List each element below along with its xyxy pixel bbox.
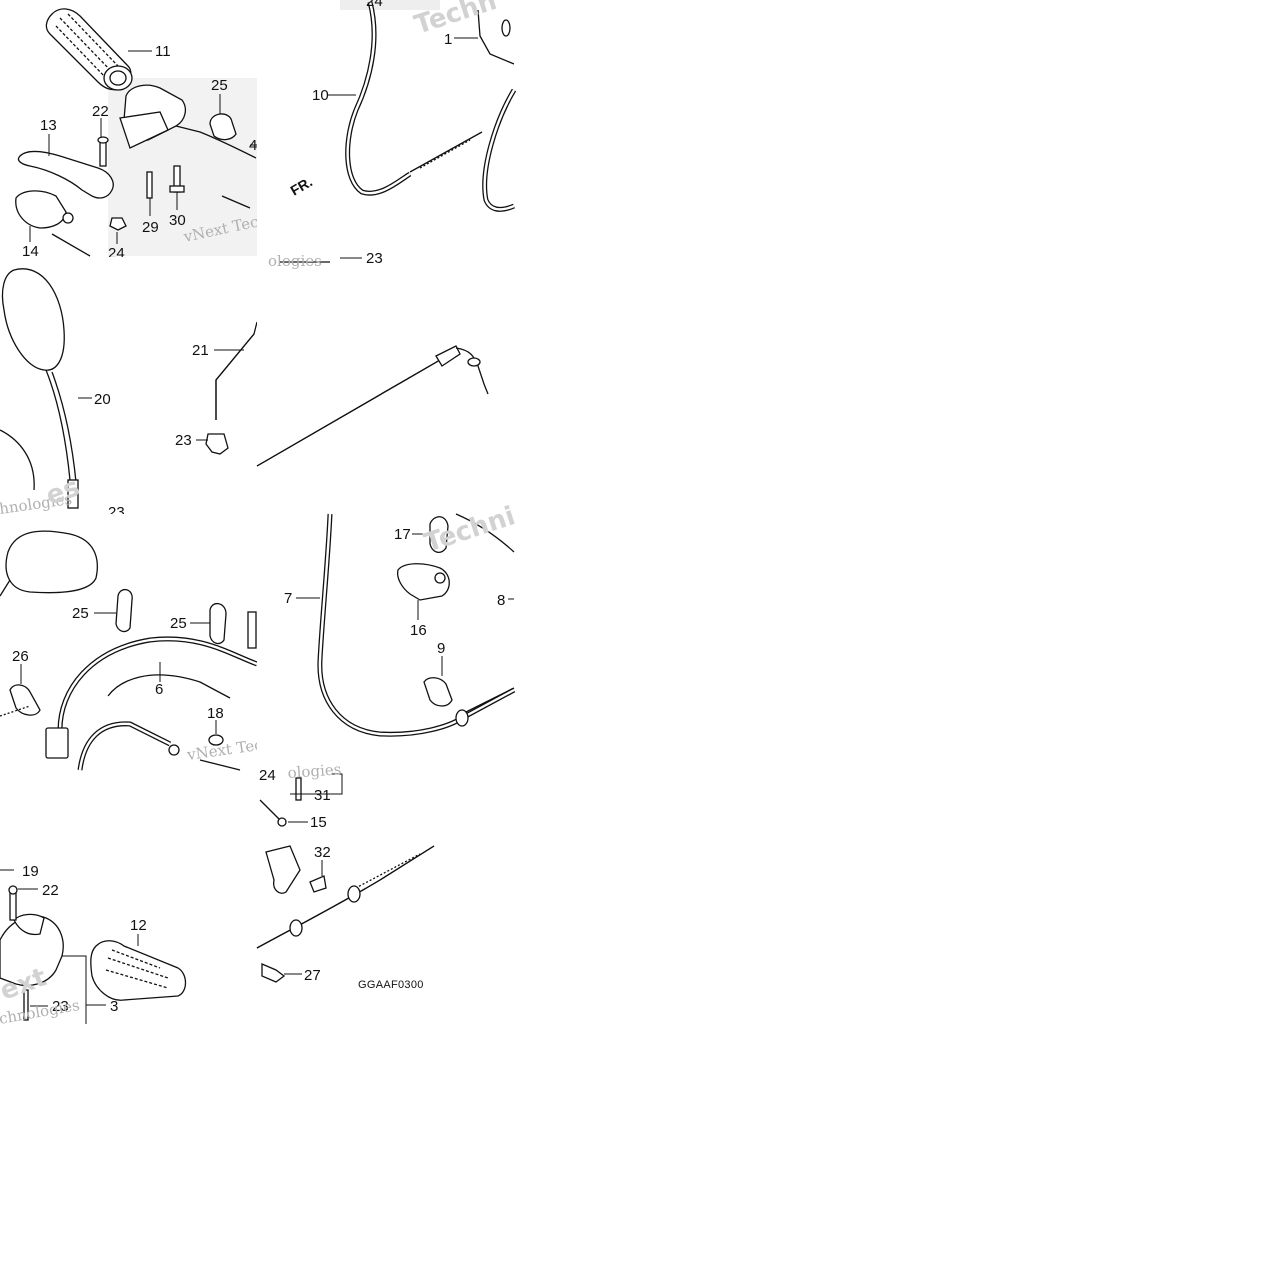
callout-22-b: 22: [42, 882, 59, 899]
callout-30: 30: [169, 212, 186, 229]
callout-9: 9: [437, 640, 445, 657]
callout-27: 27: [304, 967, 321, 984]
callout-19: 19: [22, 863, 39, 880]
tile-row3-middle: 7 17 16 9 8 Techni: [257, 501, 519, 771]
tile-top-middle: 10 1 24 Techn FR.: [257, 0, 517, 257]
tile-top-left: 11 25 22 13 4 29 30 14 24 vNext Tec: [0, 0, 294, 262]
callout-3: 3: [110, 998, 118, 1015]
callout-23-a: 23: [175, 432, 192, 449]
callout-7: 7: [284, 590, 292, 607]
callout-20: 20: [94, 391, 111, 408]
callout-29: 29: [142, 219, 159, 236]
callout-23-c: 23: [366, 250, 383, 267]
throttle-grip-part: [45, 8, 133, 91]
callout-25-a: 25: [211, 77, 228, 94]
callout-1: 1: [444, 31, 452, 48]
tile-mid-middle: 23 ologies: [256, 250, 514, 514]
callout-10: 10: [312, 87, 329, 104]
tile-bottom-middle: 24 31 15 32 27 GGAAF0300 ologies: [256, 760, 514, 1028]
callout-17: 17: [394, 526, 411, 543]
callout-18: 18: [207, 705, 224, 722]
left-grip-part: [90, 940, 187, 1001]
callout-15: 15: [310, 814, 327, 831]
callout-24-c: 24: [259, 767, 276, 784]
callout-16: 16: [410, 622, 427, 639]
callout-8: 8: [497, 592, 505, 609]
callout-4: 4: [249, 137, 257, 154]
callout-13: 13: [40, 117, 57, 134]
callout-31: 31: [314, 787, 331, 804]
tile-mid-left: 21 20 23 23 hnologies es: [0, 257, 258, 521]
callout-22-a: 22: [92, 103, 109, 120]
callout-12: 12: [130, 917, 147, 934]
tile-row3-left: 25 25 26 6 18 vNext Tec: [0, 514, 264, 771]
callout-25-c: 25: [170, 615, 187, 632]
callout-24-b: 24: [366, 0, 383, 10]
watermark-5: ologies: [268, 252, 322, 270]
callout-14: 14: [22, 243, 39, 260]
callout-21: 21: [192, 342, 209, 359]
callout-26: 26: [12, 648, 29, 665]
callout-11: 11: [155, 43, 171, 60]
callout-25-b: 25: [72, 605, 89, 622]
watermark-10: ologies: [287, 760, 342, 782]
callout-6: 6: [155, 681, 163, 698]
tile-bottom-left: 19 22 12 23 3 chnologies ext: [0, 771, 257, 1028]
figure-code: GGAAF0300: [358, 979, 424, 991]
callout-23-d: 23: [52, 998, 69, 1015]
callout-32: 32: [314, 844, 331, 861]
